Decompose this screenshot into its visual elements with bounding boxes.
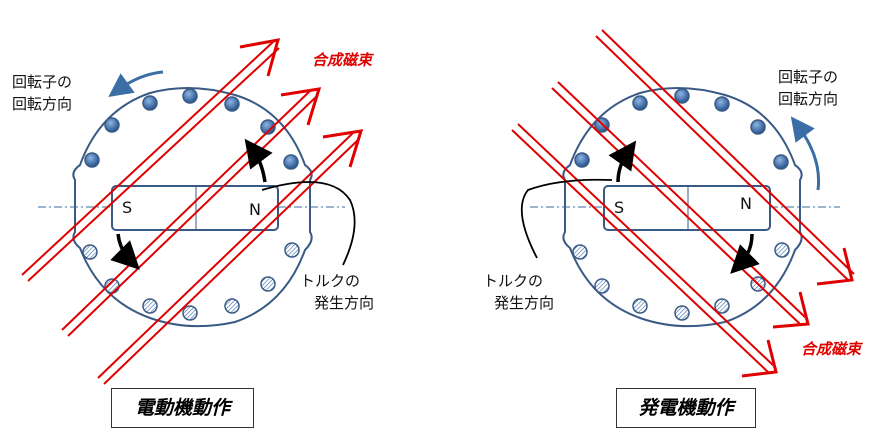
conductor [283, 154, 299, 170]
conductor [260, 276, 276, 292]
conductor [104, 117, 120, 133]
conductor [182, 305, 198, 321]
generator-rotation-arrow [790, 116, 821, 191]
motor-torque-arrow-down [110, 233, 140, 270]
motor-rotation-arrow [108, 70, 164, 98]
conductor [632, 95, 648, 111]
motor-rotor-magnet: S N [111, 185, 279, 231]
conductor [182, 88, 198, 104]
conductor [142, 298, 158, 314]
generator-caption: 発電機動作 [616, 388, 756, 428]
conductor [142, 95, 158, 111]
generator-pole-n: N [740, 194, 752, 213]
conductor [714, 96, 730, 112]
generator-rotation-label-2: 回転方向 [778, 90, 838, 108]
conductor [574, 152, 590, 168]
motor-flux-lines [21, 38, 364, 385]
generator-stator [562, 87, 803, 328]
motor-pole-s: S [122, 198, 132, 217]
motor-torque-arrow-up [244, 138, 273, 183]
generator-flux-lines [511, 29, 855, 378]
conductor [773, 154, 789, 170]
generator-diagram: S N 回転子の 回転方向 合成磁束 トルクの 発生方向 [483, 29, 864, 378]
conductor [284, 242, 300, 258]
motor-pole-n: N [249, 200, 261, 219]
motor-rotation-label-2: 回転方向 [12, 95, 72, 113]
generator-torque-arrow-up [608, 140, 637, 183]
conductor [84, 152, 100, 168]
conductor [632, 298, 648, 314]
generator-rotation-label-1: 回転子の [778, 68, 838, 86]
conductor [572, 244, 588, 260]
conductor [750, 119, 766, 135]
conductor [260, 119, 276, 135]
generator-rotor-magnet: S N [603, 185, 771, 231]
conductor [594, 278, 610, 294]
conductor [82, 244, 98, 260]
generator-torque-label-1: トルクの [483, 272, 543, 290]
motor-conductors-lower [82, 242, 300, 321]
generator-torque-leader [520, 178, 613, 259]
generator-flux-label: 合成磁束 [801, 340, 864, 358]
motor-torque-label-1: トルクの [300, 272, 360, 290]
generator-pole-s: S [614, 198, 624, 217]
motor-rotation-label-1: 回転子の [12, 73, 72, 91]
motor-stator [72, 87, 313, 328]
motor-torque-leader [261, 181, 356, 266]
conductor [224, 96, 240, 112]
motor-conductors-upper [84, 88, 299, 170]
conductor [674, 305, 690, 321]
conductor [714, 298, 730, 314]
motor-diagram: S N 回転子の 回転方向 合成磁束 トルクの 発生方向 [12, 38, 375, 385]
conductor [224, 298, 240, 314]
generator-torque-label-2: 発生方向 [494, 294, 554, 312]
conductor [774, 242, 790, 258]
conductor [674, 88, 690, 104]
motor-caption: 電動機動作 [111, 388, 254, 428]
motor-torque-label-2: 発生方向 [314, 294, 374, 312]
motor-flux-label: 合成磁束 [312, 51, 375, 69]
generator-torque-arrow-down [730, 233, 760, 274]
